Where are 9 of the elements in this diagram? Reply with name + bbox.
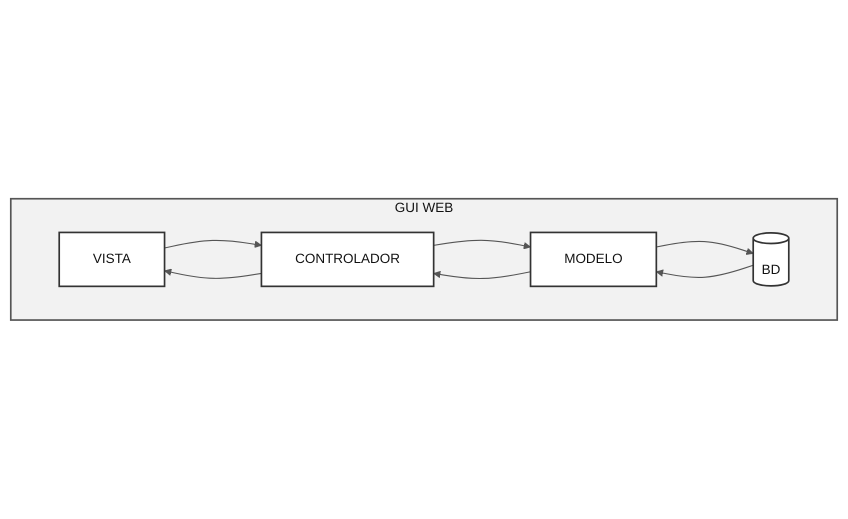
node-box <box>58 232 166 288</box>
node-box <box>260 232 434 288</box>
arrow <box>434 240 531 250</box>
arrow <box>164 268 262 280</box>
arrow <box>656 264 754 278</box>
arrow <box>433 270 531 280</box>
arrow <box>164 240 262 249</box>
node-box <box>530 232 658 288</box>
arrow <box>656 240 754 256</box>
